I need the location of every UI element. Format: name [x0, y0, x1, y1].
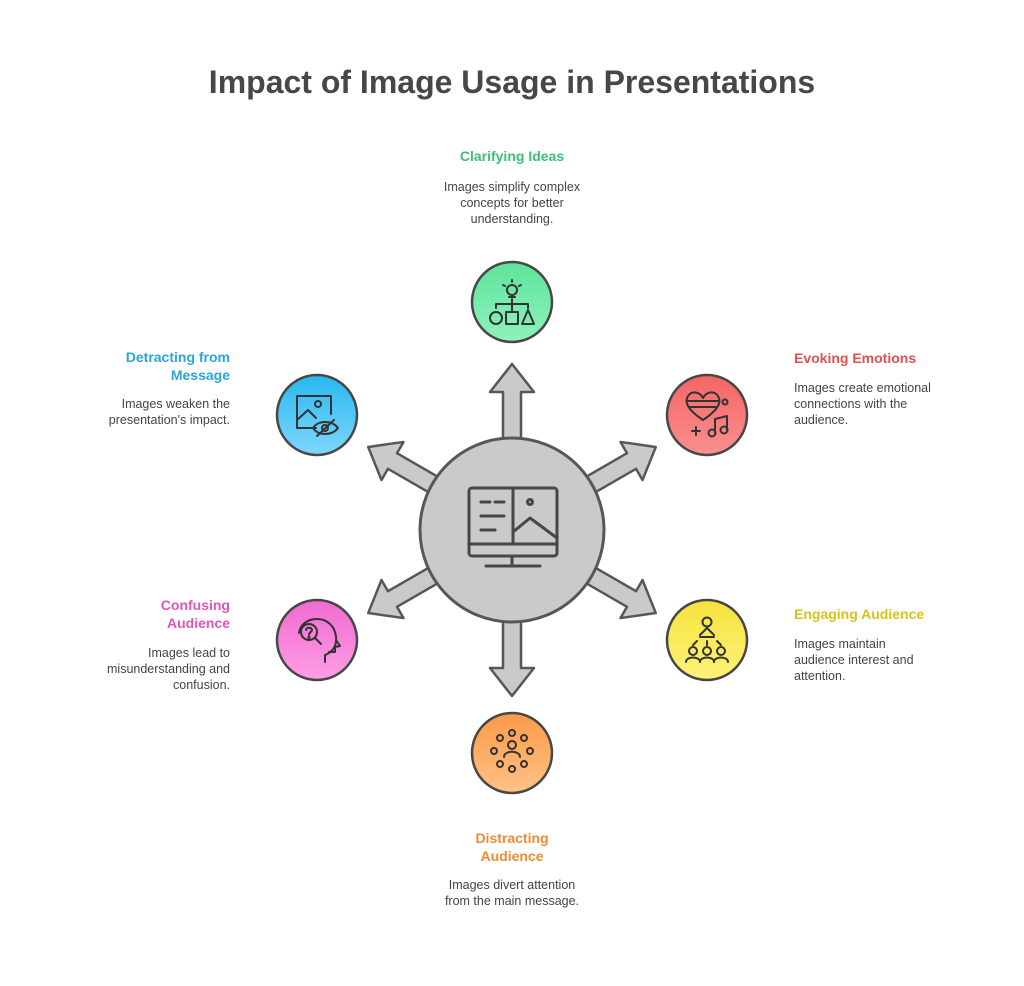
center-hub — [418, 436, 606, 624]
description-confusing-audience: Images lead to misunderstanding and conf… — [107, 646, 230, 692]
node-distracting-audience — [470, 711, 554, 795]
lightbulb-shapes-icon — [489, 279, 535, 325]
heading-detracting-message: Detracting from Message — [125, 349, 230, 383]
node-confusing-audience — [275, 598, 359, 682]
heading-distracting-audience: Distracting Audience — [475, 830, 549, 864]
heading-engaging-audience: Engaging Audience — [794, 606, 925, 622]
description-distracting-audience: Images divert attention from the main me… — [444, 878, 580, 908]
page-title: Impact of Image Usage in Presentations — [208, 64, 816, 100]
description-evoking-emotions: Images create emotional connections with… — [794, 381, 931, 427]
description-engaging-audience: Images maintain audience interest and at… — [794, 637, 914, 683]
description-detracting-message: Images weaken the presentation's impact. — [108, 397, 230, 427]
description-clarifying-ideas: Images simplify complex concepts for bet… — [443, 180, 581, 226]
heading-confusing-audience: Confusing Audience — [160, 597, 230, 631]
heading-evoking-emotions: Evoking Emotions — [794, 350, 917, 366]
confused-head-icon — [298, 618, 341, 663]
heart-music-icon — [685, 391, 729, 438]
node-clarifying-ideas — [470, 260, 554, 344]
image-hidden-icon — [296, 395, 339, 437]
scattered-focus-icon — [490, 729, 534, 773]
heading-clarifying-ideas: Clarifying Ideas — [459, 148, 565, 164]
node-evoking-emotions — [665, 373, 749, 457]
presenter-audience-icon — [685, 616, 729, 663]
node-engaging-audience — [665, 598, 749, 682]
monitor-image-icon — [467, 486, 559, 568]
node-detracting-message — [275, 373, 359, 457]
